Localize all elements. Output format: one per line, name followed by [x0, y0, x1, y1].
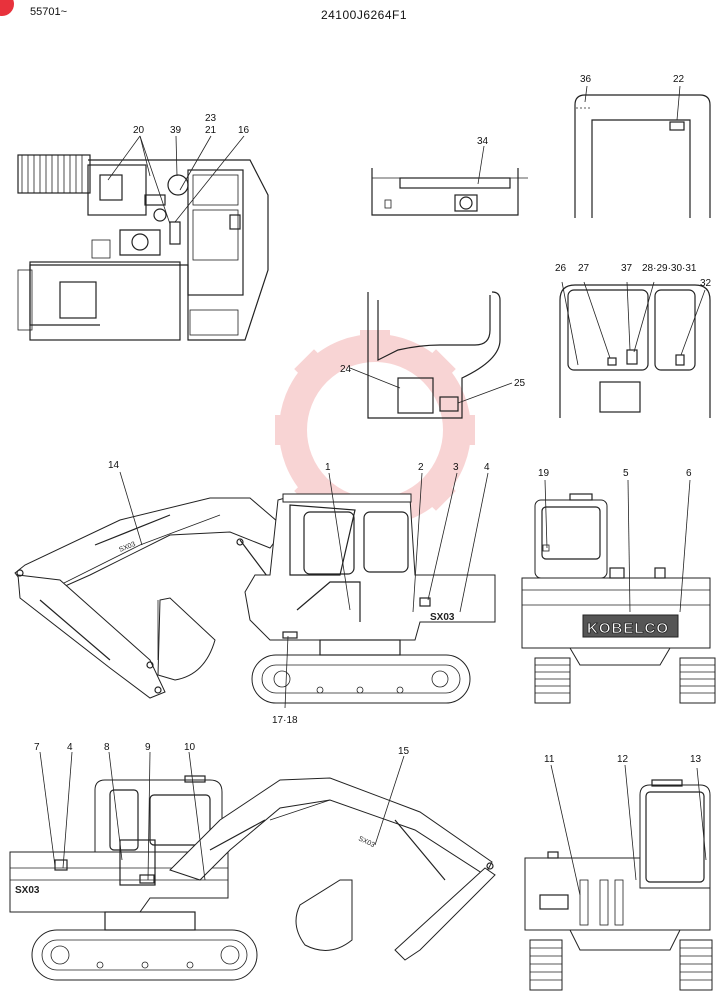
callout-4b: 4 [67, 742, 73, 753]
callout-20: 20 [133, 125, 145, 136]
callout-6: 6 [686, 468, 692, 479]
callout-36: 36 [580, 74, 592, 85]
callout-10: 10 [184, 742, 196, 753]
callout-24: 24 [340, 364, 352, 375]
callout-26: 26 [555, 263, 567, 274]
callouts-side-left: 7 4 8 9 10 15 [34, 742, 410, 881]
callout-37: 37 [621, 263, 633, 274]
callout-5: 5 [623, 468, 629, 479]
brand-logo: KOBELCO [587, 620, 669, 637]
callout-9: 9 [145, 742, 151, 753]
callouts-top-left: 20 39 23 21 16 [107, 113, 250, 225]
callout-28-31: 28·29·30·31 [642, 263, 697, 274]
side-view-excavator-right: SX03 SX03 [14, 493, 496, 704]
detail-door: 24 25 [340, 291, 526, 419]
callouts-side-right: 14 1 2 3 4 17·18 [108, 460, 490, 726]
callout-34: 34 [477, 136, 489, 147]
callout-11: 11 [544, 754, 555, 765]
callout-25: 25 [514, 378, 526, 389]
callout-15: 15 [398, 746, 410, 757]
callout-39: 39 [170, 125, 182, 136]
callout-8: 8 [104, 742, 110, 753]
callout-27: 27 [578, 263, 590, 274]
callout-3: 3 [453, 462, 459, 473]
top-view-upper-structure [17, 154, 269, 341]
part-number: 24100J6264F1 [320, 8, 408, 22]
callout-22: 22 [673, 74, 685, 85]
callout-32: 32 [700, 278, 712, 289]
detail-cab-front: 26 27 37 28·29·30·31 32 [555, 263, 712, 418]
callout-12: 12 [617, 754, 629, 765]
corner-badge-icon [0, 0, 14, 16]
callout-16: 16 [238, 125, 250, 136]
callout-1: 1 [325, 462, 331, 473]
detail-34: 34 [371, 136, 528, 216]
model-label-left: SX03 [15, 885, 40, 896]
serial-range: 55701~ [30, 6, 68, 18]
callout-23: 23 [205, 113, 217, 124]
callout-2: 2 [418, 462, 424, 473]
boom-decal-left: SX03 [357, 835, 376, 849]
callout-7: 7 [34, 742, 40, 753]
callout-19: 19 [538, 468, 550, 479]
side-view-excavator-left: SX03 SX03 [9, 775, 496, 981]
model-label-side: SX03 [430, 612, 455, 623]
rear-view-excavator: KOBELCO 19 5 6 [521, 468, 716, 704]
callout-13: 13 [690, 754, 702, 765]
callout-4: 4 [484, 462, 490, 473]
callout-14: 14 [108, 460, 120, 471]
callout-21: 21 [205, 125, 217, 136]
front-view-excavator: 11 12 13 [524, 754, 713, 991]
detail-cab-frame: 36 22 [574, 74, 711, 218]
callout-17-18: 17·18 [272, 715, 298, 726]
